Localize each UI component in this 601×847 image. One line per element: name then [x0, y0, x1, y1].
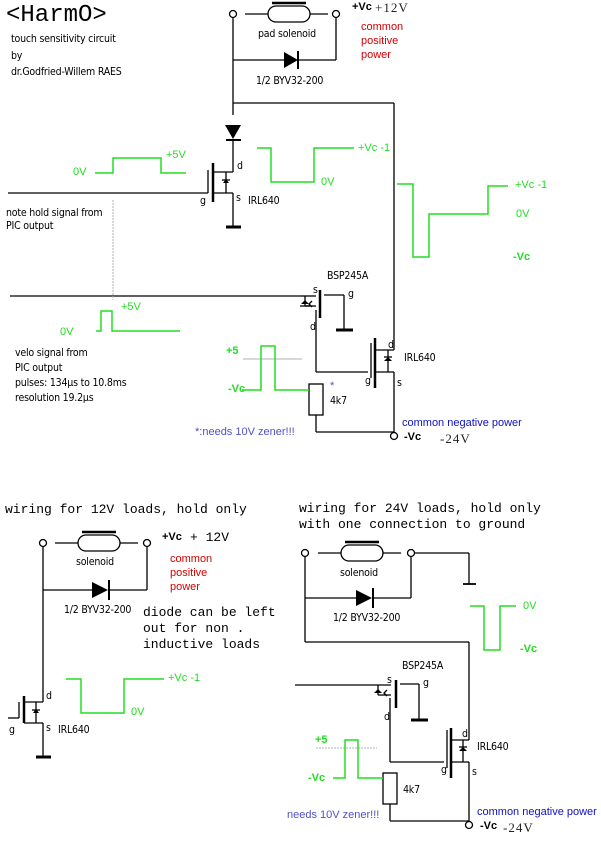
- mosfet1-pin-g: g: [200, 195, 206, 207]
- bl-flyback-diode: [92, 582, 108, 598]
- bl-diode-note-2: out for non .: [143, 621, 245, 636]
- br-negative-power-label: common negative power: [477, 806, 597, 818]
- bl-positive-power-3: power: [170, 581, 200, 593]
- bl-pin-g: g: [9, 724, 15, 736]
- by-label: by: [11, 50, 23, 62]
- mosfet2-name: IRL640: [404, 352, 436, 364]
- br-mosfet-name: IRL640: [477, 741, 509, 753]
- subtitle: touch sensitivity circuit: [11, 33, 116, 45]
- mosfet2-pin-s: s: [397, 377, 402, 389]
- drain-wave: [257, 147, 354, 183]
- bl-positive-power-2: positive: [170, 567, 208, 579]
- pmos-pin-g: g: [348, 288, 354, 300]
- neg-vc-label: -Vc: [404, 431, 422, 443]
- pmos-pin-d: d: [310, 321, 316, 333]
- top-solenoid-label: pad solenoid: [258, 28, 316, 40]
- page-title: <HarmO>: [6, 2, 107, 29]
- bl-diode-note-1: diode can be left: [143, 605, 276, 620]
- br-mosfet-pin-d: d: [462, 728, 468, 740]
- velo-signal-wave: [96, 310, 180, 332]
- right-wave: [397, 183, 508, 258]
- hold-signal-wave: [95, 157, 186, 174]
- drain-wave-high: +Vc -1: [358, 142, 391, 154]
- bl-positive-power-1: common: [170, 553, 213, 565]
- negative-power-label: common negative power: [402, 417, 522, 429]
- br-resistor-label: 4k7: [403, 784, 420, 796]
- br-wave-high: 0V: [523, 600, 537, 612]
- pmos-pin-s: s: [313, 284, 318, 296]
- hold-signal-label-1: note hold signal from: [6, 207, 103, 219]
- top-positive-power-3: power: [361, 49, 391, 61]
- br-pmos-pin-s: s: [387, 674, 392, 686]
- zener-note: *:needs 10V zener!!!: [195, 426, 295, 438]
- top-positive-power-2: positive: [361, 35, 399, 47]
- velo-label-2: PIC output: [15, 362, 63, 374]
- br-heading-1: wiring for 24V loads, hold only: [299, 501, 541, 516]
- br-mosfet-pin-s: s: [472, 766, 477, 778]
- resistor-asterisk: *: [330, 380, 335, 392]
- resistor-label: 4k7: [330, 395, 347, 407]
- right-wave-mid: 0V: [516, 208, 530, 220]
- br-flyback-diode: [356, 590, 372, 606]
- br-wave: [470, 605, 516, 651]
- bl-diode-note-3: inductive loads: [143, 637, 261, 652]
- mosfet2-pin-g: g: [365, 375, 371, 387]
- top-vc-value: +12V: [375, 0, 409, 15]
- author: dr.Godfried-Willem RAES: [11, 66, 122, 78]
- hold-high-label: +5V: [166, 149, 186, 161]
- br-gate-wave-high: +5: [315, 734, 328, 746]
- br-wave-low: -Vc: [520, 643, 538, 655]
- top-positive-power-1: common: [361, 21, 404, 33]
- br-mosfet-pin-g: g: [441, 764, 447, 776]
- br-neg-vc-value: -24V: [503, 820, 534, 835]
- hold-signal-label-2: PIC output: [6, 220, 54, 232]
- right-wave-high: +Vc -1: [515, 179, 548, 191]
- bl-wave-low: 0V: [131, 706, 145, 718]
- mosfet1-name: IRL640: [248, 195, 280, 207]
- br-zener-note: needs 10V zener!!!: [287, 809, 380, 821]
- pmos-name: BSP245A: [327, 270, 369, 282]
- top-diode-label: 1/2 BYV32-200: [256, 75, 324, 87]
- right-wave-low: -Vc: [513, 251, 531, 263]
- velo-label-3: pulses: 134µs to 10.8ms: [15, 377, 127, 389]
- bl-mosfet-name: IRL640: [58, 724, 90, 736]
- bl-diode-label: 1/2 BYV32-200: [64, 604, 132, 616]
- velo-low-label: 0V: [60, 326, 74, 338]
- terminal-left: [228, 9, 238, 19]
- top-series-diode: [225, 125, 241, 139]
- bl-vc-value: + 12V: [190, 530, 230, 545]
- br-pmos-pin-d: d: [384, 711, 390, 723]
- bl-solenoid-label: solenoid: [76, 556, 114, 568]
- mosfet2-pin-d: d: [388, 339, 394, 351]
- velo-label-1: velo signal from: [15, 347, 88, 359]
- bl-heading: wiring for 12V loads, hold only: [5, 502, 247, 517]
- mosfet1-pin-d: d: [237, 160, 243, 172]
- br-solenoid-label: solenoid: [340, 567, 378, 579]
- velo-high-label: +5V: [121, 301, 141, 313]
- gate-wave-low: -Vc: [228, 383, 246, 395]
- br-neg-vc-label: -Vc: [480, 820, 498, 832]
- bl-vc-label: +Vc: [162, 531, 182, 543]
- neg-vc-value: -24V: [440, 431, 471, 446]
- bl-wave-high: +Vc -1: [168, 672, 201, 684]
- br-heading-2: with one connection to ground: [299, 517, 526, 532]
- br-diode-label: 1/2 BYV32-200: [333, 612, 401, 624]
- top-solenoid: [228, 1, 341, 23]
- drain-wave-low: 0V: [321, 176, 335, 188]
- br-gate-wave-low: -Vc: [308, 772, 326, 784]
- bl-drain-wave: [66, 678, 164, 714]
- bl-pin-s: s: [46, 722, 51, 734]
- top-vc-label: +Vc: [352, 1, 372, 13]
- hold-low-label: 0V: [73, 166, 87, 178]
- mosfet1-pin-s: s: [236, 192, 241, 204]
- gate-wave-high: +5: [226, 345, 239, 357]
- terminal-right: [331, 9, 341, 19]
- velo-label-4: resolution 19.2µs: [15, 392, 94, 404]
- gate-wave: [242, 345, 309, 391]
- br-pmos-name: BSP245A: [402, 660, 444, 672]
- br-gate-wave: [333, 739, 383, 779]
- br-pmos-pin-g: g: [423, 677, 429, 689]
- top-flyback-diode: [284, 52, 298, 68]
- bl-pin-d: d: [46, 690, 52, 702]
